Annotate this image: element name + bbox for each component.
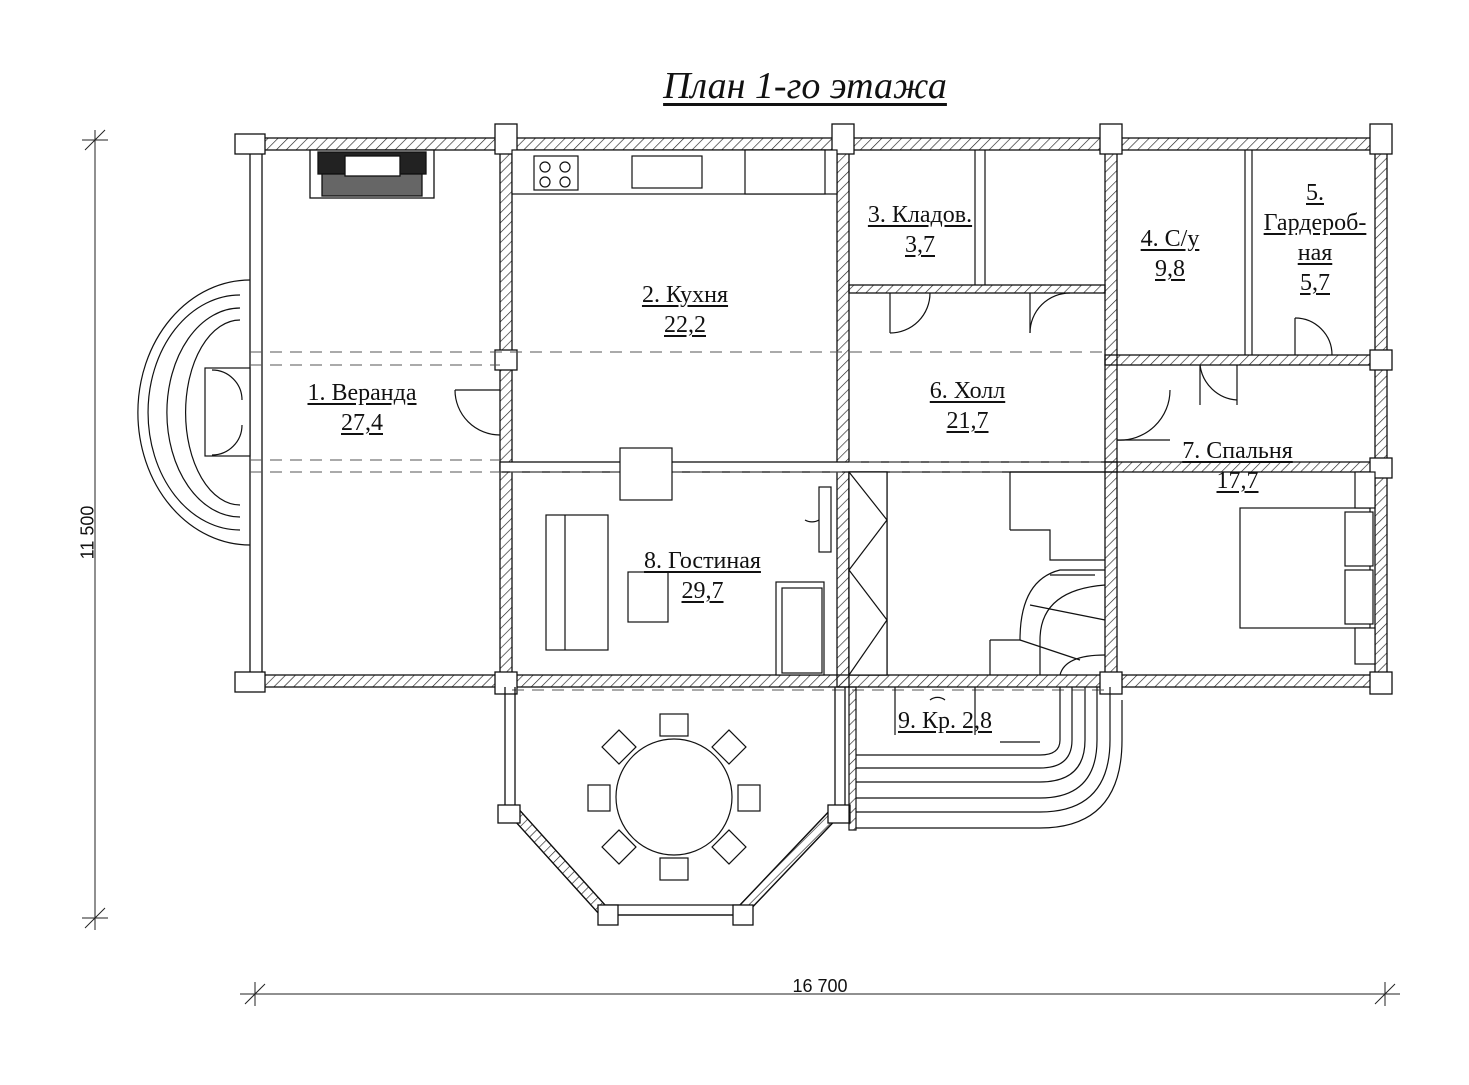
room-name: 2. Кухня — [641, 282, 729, 308]
room-label-porch: 9. Кр. 2,8 — [870, 706, 1020, 736]
kitchen-counter — [511, 149, 838, 195]
room-area: 21,7 — [946, 408, 989, 434]
dimension-height: 11 500 — [77, 505, 98, 560]
fireplace — [309, 149, 435, 199]
room-label-living-room: 8. Гостиная 29,7 — [620, 546, 785, 606]
doors — [454, 292, 1333, 441]
staircase — [848, 471, 1106, 676]
room-name-line2: Гардероб- — [1263, 210, 1367, 236]
room-name: 9. Кр. 2,8 — [897, 708, 992, 734]
room-name: 3. Кладов. — [867, 202, 973, 228]
room-area: 9,8 — [1155, 256, 1185, 282]
dining-table — [587, 713, 761, 881]
room-label-bathroom: 4. С/у 9,8 — [1120, 224, 1220, 284]
living-room-furniture — [545, 447, 832, 676]
beam-lines — [250, 351, 1110, 691]
room-name-line1: 5. — [1306, 180, 1324, 206]
room-label-veranda: 1. Веранда 27,4 — [282, 378, 442, 438]
room-area: 29,7 — [681, 578, 724, 604]
plan-title: План 1-го этажа — [663, 65, 947, 107]
entry-steps — [137, 279, 251, 546]
room-label-wardrobe: 5. Гардероб- ная 5,7 — [1245, 178, 1385, 298]
dimension-width: 16 700 — [792, 976, 848, 996]
dimension-lines — [82, 129, 1400, 1006]
room-area: 27,4 — [341, 410, 383, 436]
room-area: 3,7 — [905, 232, 935, 258]
porch-steps — [848, 686, 1123, 831]
room-area: 22,2 — [664, 312, 706, 338]
room-name: 7. Спальня — [1182, 438, 1293, 464]
room-label-kitchen: 2. Кухня 22,2 — [605, 280, 765, 340]
room-name: 8. Гостиная — [644, 548, 761, 574]
room-name: 4. С/у — [1140, 226, 1200, 252]
room-label-pantry: 3. Кладов. 3,7 — [845, 200, 995, 260]
wall-posts — [234, 123, 1393, 695]
room-name: 1. Веранда — [307, 380, 417, 406]
partitions — [974, 150, 1253, 530]
room-name-line3: ная — [1297, 240, 1333, 266]
room-name: 6. Холл — [929, 378, 1006, 404]
bedroom-furniture — [1239, 471, 1376, 665]
room-area: 5,7 — [1300, 270, 1330, 296]
dining-bay — [497, 687, 851, 926]
room-area: 17,7 — [1216, 468, 1259, 494]
room-label-hall: 6. Холл 21,7 — [895, 376, 1040, 436]
room-label-bedroom: 7. Спальня 17,7 — [1155, 436, 1320, 496]
